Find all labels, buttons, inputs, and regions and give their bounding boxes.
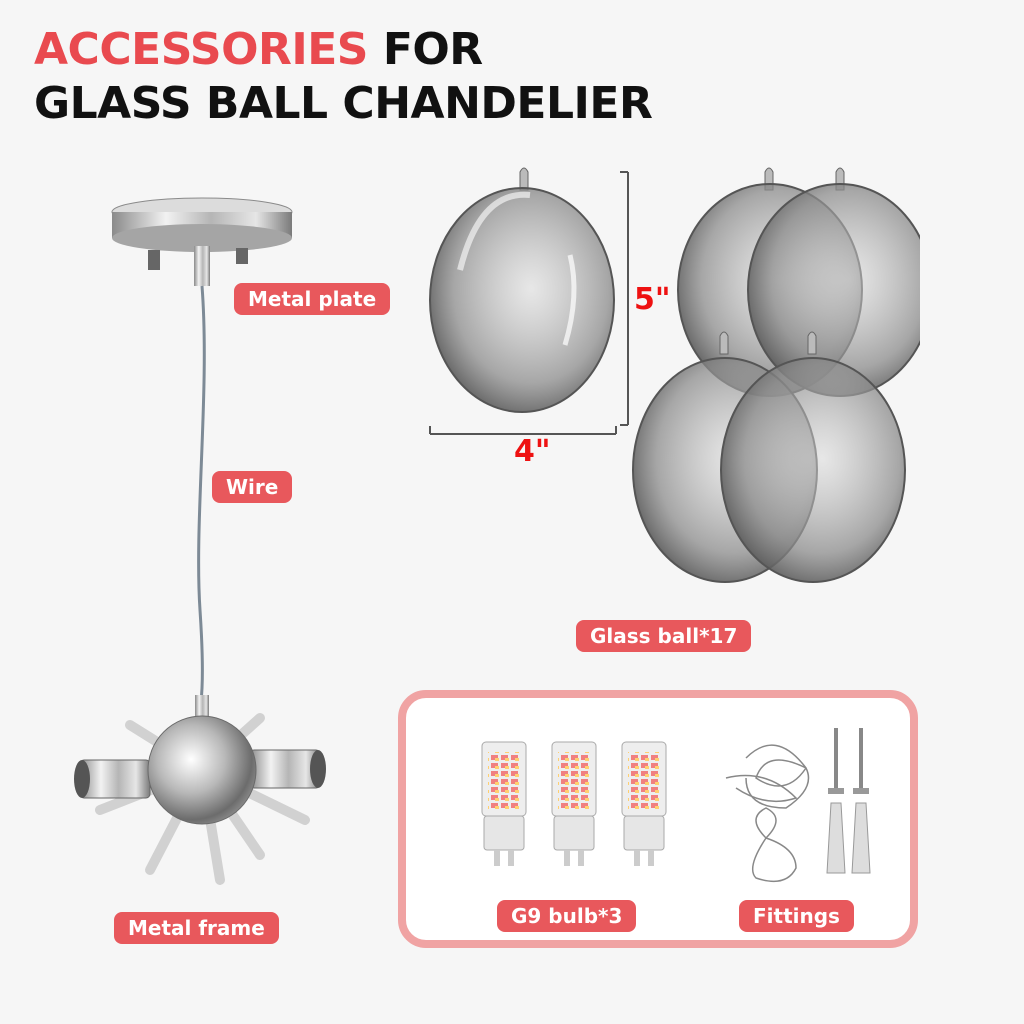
glass-ball-single [429, 167, 615, 413]
label-g9-bulb: G9 bulb*3 [497, 900, 637, 932]
metal-plate [111, 197, 293, 286]
g9-bulb-2 [551, 741, 597, 866]
label-fittings: Fittings [739, 900, 854, 932]
dimension-width: 4" [514, 434, 551, 469]
wall-anchors [826, 802, 871, 874]
g9-bulbs-illustration [481, 741, 667, 866]
wire-hooks [725, 744, 810, 883]
title-line-1: ACCESSORIES FOR [34, 28, 483, 72]
chandelier-illustration [74, 197, 326, 885]
g9-bulb-3 [621, 741, 667, 866]
glass-balls-illustration [429, 167, 920, 583]
metal-frame [74, 695, 326, 885]
screws [828, 728, 869, 794]
label-glass-ball: Glass ball*17 [576, 620, 752, 652]
title-line-2: GLASS BALL CHANDELIER [34, 78, 653, 129]
dimension-height: 5" [634, 282, 671, 317]
title-for: FOR [368, 24, 483, 75]
dimension-lines [429, 171, 629, 435]
glass-ball-group [632, 167, 920, 583]
label-metal-plate: Metal plate [234, 283, 391, 315]
g9-bulb-1 [481, 741, 527, 866]
title-accent: ACCESSORIES [34, 24, 369, 75]
label-metal-frame: Metal frame [114, 912, 279, 944]
wire [197, 285, 206, 705]
label-wire: Wire [212, 471, 293, 503]
fittings-illustration [725, 728, 871, 883]
